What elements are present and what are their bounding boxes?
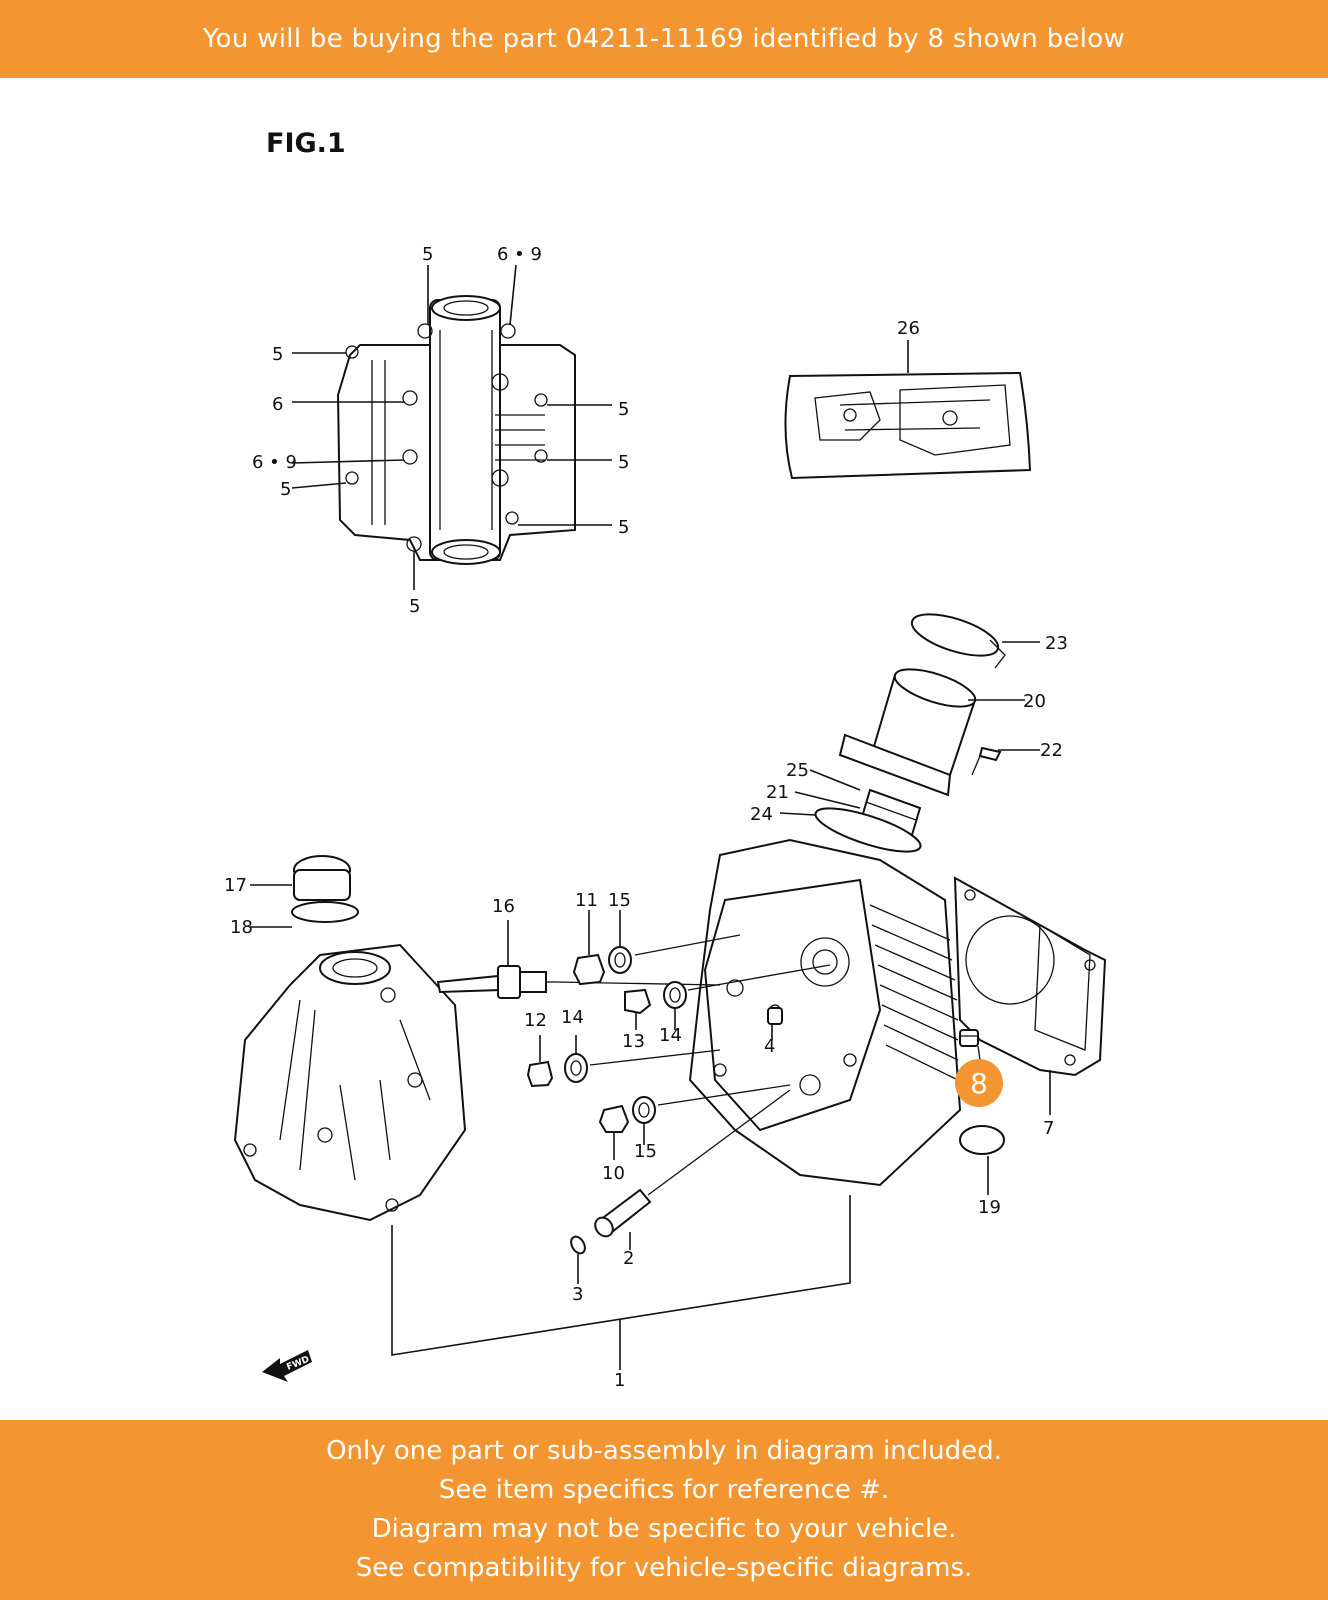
callout-3: 3: [572, 1284, 583, 1305]
valve-guide: [570, 1089, 791, 1284]
fasteners: [526, 910, 831, 1160]
callout-12: 12: [524, 1010, 547, 1031]
callout-labels: 5 6 • 9 5 6 6 • 9 5 5 5 5 5 26 23 20 22 …: [224, 244, 1068, 1391]
fwd-arrow-icon: FWD: [262, 1350, 312, 1382]
head-gasket-7: [953, 876, 1107, 1115]
callout-14-left: 14: [561, 1007, 584, 1028]
diagram-drawing: FWD 5 6 • 9 5 6 6 • 9 5 5 5 5 5 26 23 20…: [224, 244, 1107, 1391]
part-banner: You will be buying the part 04211-11169 …: [0, 0, 1328, 78]
parts-diagram: FIG.1: [0, 78, 1328, 1420]
callout-11: 11: [575, 890, 598, 911]
disclaimer-line-2: See item specifics for reference #.: [438, 1475, 890, 1505]
callout-5-right-2: 5: [618, 452, 629, 473]
intake-assembly: [779, 613, 1040, 853]
callout-15-bottom: 15: [634, 1141, 657, 1162]
side-cover: [233, 855, 467, 1222]
callout-13: 13: [622, 1031, 645, 1052]
callout-5-right-3: 5: [618, 517, 629, 538]
head-cover-top-view: [336, 295, 576, 565]
callout-10: 10: [602, 1163, 625, 1184]
callout-25: 25: [786, 760, 809, 781]
figure-title: FIG.1: [266, 128, 346, 159]
disclaimer-line-1: Only one part or sub-assembly in diagram…: [326, 1436, 1002, 1466]
callout-1: 1: [614, 1370, 625, 1391]
disclaimer-banner: Only one part or sub-assembly in diagram…: [0, 1420, 1328, 1600]
callout-21: 21: [766, 782, 789, 803]
callout-2: 2: [623, 1248, 634, 1269]
callout-19: 19: [978, 1197, 1001, 1218]
cylinder-head: [688, 838, 962, 1187]
callout-6-9-left: 6 • 9: [252, 452, 297, 473]
callout-14-right: 14: [659, 1025, 682, 1046]
highlighted-callout-8: 8: [955, 1059, 1003, 1107]
callout-5-right-1: 5: [618, 399, 629, 420]
callout-5-top: 5: [422, 244, 433, 265]
disclaimer-line-4: See compatibility for vehicle-specific d…: [355, 1553, 973, 1583]
callout-6-9-top: 6 • 9: [497, 244, 542, 265]
disclaimer-line-3: Diagram may not be specific to your vehi…: [371, 1514, 957, 1544]
callout-18: 18: [230, 917, 253, 938]
callout-5-bottom: 5: [409, 596, 420, 617]
callout-4: 4: [764, 1036, 775, 1057]
callout-26: 26: [897, 318, 920, 339]
callout-22: 22: [1040, 740, 1063, 761]
callout-6-left: 6: [272, 394, 283, 415]
callout-20: 20: [1023, 691, 1046, 712]
callout-7: 7: [1043, 1118, 1054, 1139]
highlighted-callout-label: 8: [970, 1067, 988, 1100]
assembly-bracket: [391, 1195, 851, 1370]
gasket-set-26: [784, 340, 1032, 480]
callout-24: 24: [750, 804, 773, 825]
part-banner-text: You will be buying the part 04211-11169 …: [202, 24, 1126, 54]
callout-15-top: 15: [608, 890, 631, 911]
fwd-label: FWD: [285, 1355, 311, 1373]
callout-5-left-2: 5: [280, 479, 291, 500]
top-view-leaders: [291, 264, 612, 590]
dowel-and-plug: [959, 1029, 1005, 1195]
callout-23: 23: [1045, 633, 1068, 654]
callout-5-left-1: 5: [272, 344, 283, 365]
callout-16: 16: [492, 896, 515, 917]
callout-17: 17: [224, 875, 247, 896]
